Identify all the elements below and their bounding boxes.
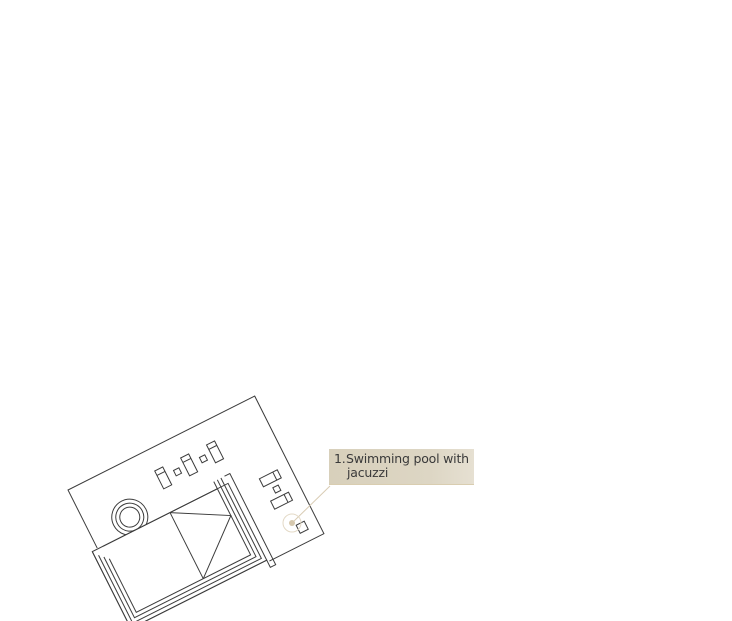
hotspot-title-line1: Swimming pool with xyxy=(346,451,469,466)
hotspot-marker-dot[interactable] xyxy=(289,520,295,526)
hotspot-label-swimming-pool[interactable]: 1.Swimming pool with jacuzzi xyxy=(329,449,474,485)
sun-loungers-right xyxy=(258,469,294,510)
pool-frame xyxy=(91,472,277,621)
hotspot-marker-ring[interactable] xyxy=(282,513,302,533)
leader-line xyxy=(291,485,331,524)
hotspot-number: 1. xyxy=(334,451,346,466)
pool-stairs xyxy=(169,512,232,579)
sun-loungers-top xyxy=(154,440,225,490)
lot-outline xyxy=(67,395,325,562)
hotspot-title-line2: jacuzzi xyxy=(347,465,389,480)
planter-box xyxy=(295,520,309,534)
